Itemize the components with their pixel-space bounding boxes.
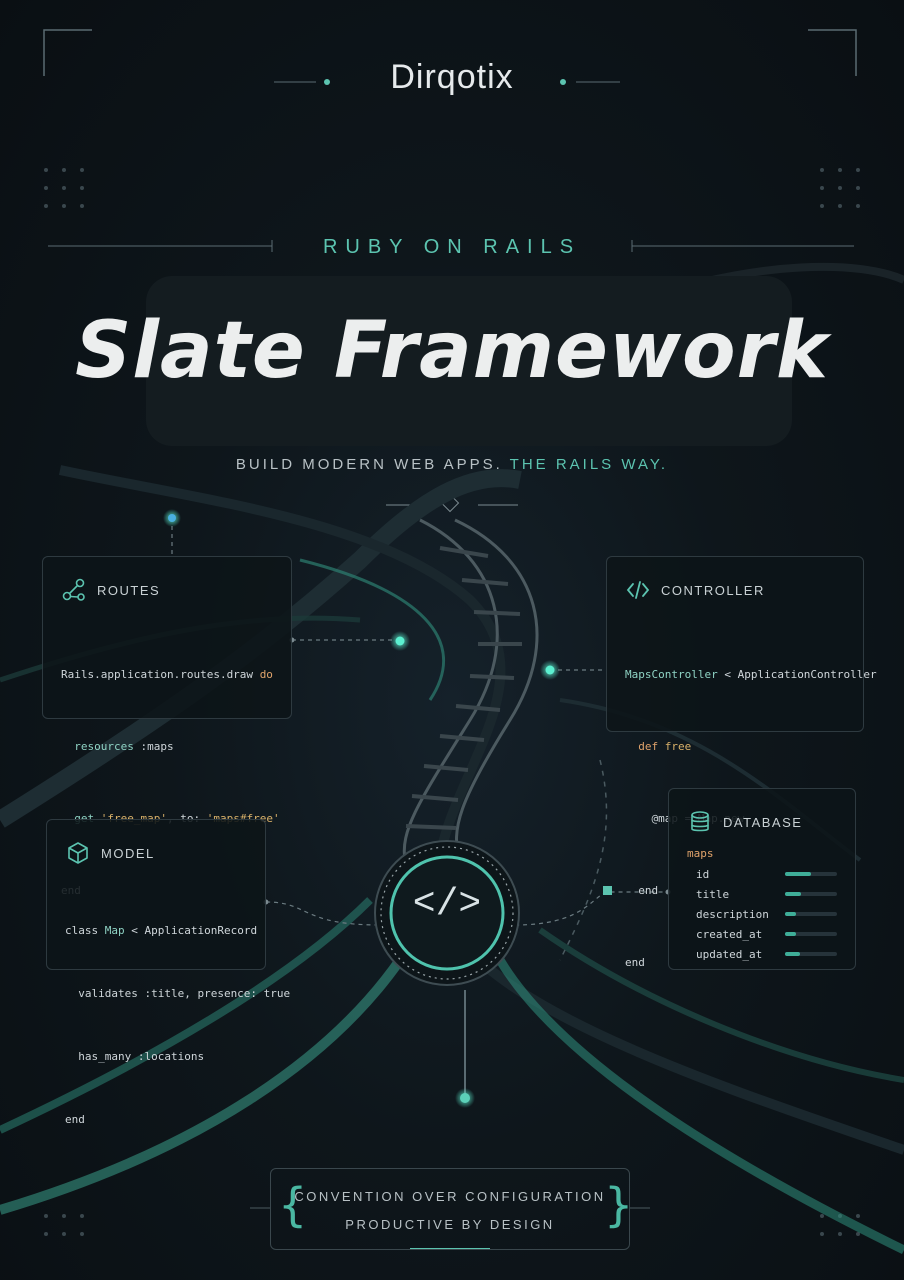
code-line: MapsController < ApplicationController — [625, 668, 877, 681]
db-column-row: description — [687, 904, 837, 924]
db-column-bar — [785, 892, 837, 896]
db-column-name: title — [696, 887, 730, 901]
db-column-bar — [785, 952, 837, 956]
database-card: DATABASE maps id title description created_… — [668, 788, 856, 970]
db-column-name: id — [696, 867, 710, 881]
graph-nodes-icon — [62, 578, 85, 601]
brand-wordmark: Dirqotix — [390, 58, 514, 96]
db-column-bar — [785, 932, 837, 936]
db-column-row: created_at — [687, 924, 837, 944]
hub-code-icon: </> — [412, 883, 482, 926]
code-line: validates :title, presence: true — [65, 987, 291, 1000]
code-line: end — [65, 1113, 85, 1126]
tagline-main: BUILD MODERN WEB APPS. — [235, 456, 503, 473]
code-line: Rails.application.routes.draw do — [61, 668, 273, 681]
kicker-rule — [48, 240, 854, 252]
db-columns: id title description created_at updated_at — [687, 864, 837, 964]
routes-card-title: ROUTES — [97, 582, 161, 598]
db-column-name: description — [696, 907, 769, 921]
model-card-title: MODEL — [101, 845, 155, 861]
db-column-name: created_at — [696, 927, 763, 941]
code-line: has_many :locations — [65, 1050, 205, 1063]
db-column-bar — [785, 872, 837, 876]
page-title: Slate Framework — [75, 306, 829, 396]
db-column-row: updated_at — [687, 944, 837, 964]
controller-code: MapsController < ApplicationController d… — [625, 615, 877, 1023]
db-column-row: title — [687, 884, 837, 904]
routes-card: ROUTES Rails.application.routes.draw do … — [42, 556, 292, 897]
tagline: BUILD MODERN WEB APPS. THE RAILS WAY. — [0, 456, 904, 473]
title-backdrop — [146, 276, 792, 446]
code-line: end — [625, 884, 659, 897]
left-brace-icon: { — [278, 1178, 308, 1232]
controller-card: CONTROLLER MapsController < ApplicationC… — [606, 556, 877, 969]
database-card-title: DATABASE — [723, 814, 803, 830]
database-icon — [691, 811, 709, 832]
cube-icon — [68, 842, 88, 864]
tagline-accent: THE RAILS WAY. — [509, 456, 669, 473]
db-column-name: updated_at — [696, 947, 763, 961]
corner-brackets — [43, 29, 857, 76]
code-line: resources :maps — [61, 740, 174, 753]
model-code: class Map < ApplicationRecord validates … — [65, 878, 291, 1172]
hub-circle — [374, 840, 520, 986]
db-column-bar — [785, 912, 837, 916]
footer-frame — [270, 1168, 630, 1250]
footer-line-2: PRODUCTIVE BY DESIGN — [345, 1217, 555, 1232]
controller-card-title: CONTROLLER — [661, 582, 765, 598]
track-curves — [0, 262, 904, 1255]
code-line: class Map < ApplicationRecord — [65, 924, 258, 937]
db-table-name: maps — [687, 847, 714, 860]
rail-ties — [405, 546, 522, 830]
glow-nodes — [163, 509, 671, 1108]
kicker-heading: RUBY ON RAILS — [322, 236, 582, 258]
model-card: MODEL class Map < ApplicationRecord vali… — [46, 819, 290, 1126]
code-brackets-icon — [626, 581, 650, 599]
right-brace-icon: } — [604, 1178, 634, 1232]
db-column-row: id — [687, 864, 837, 884]
code-line: end — [625, 956, 645, 969]
code-line: def free — [625, 740, 692, 753]
footer-line-1: CONVENTION OVER CONFIGURATION — [294, 1189, 606, 1204]
